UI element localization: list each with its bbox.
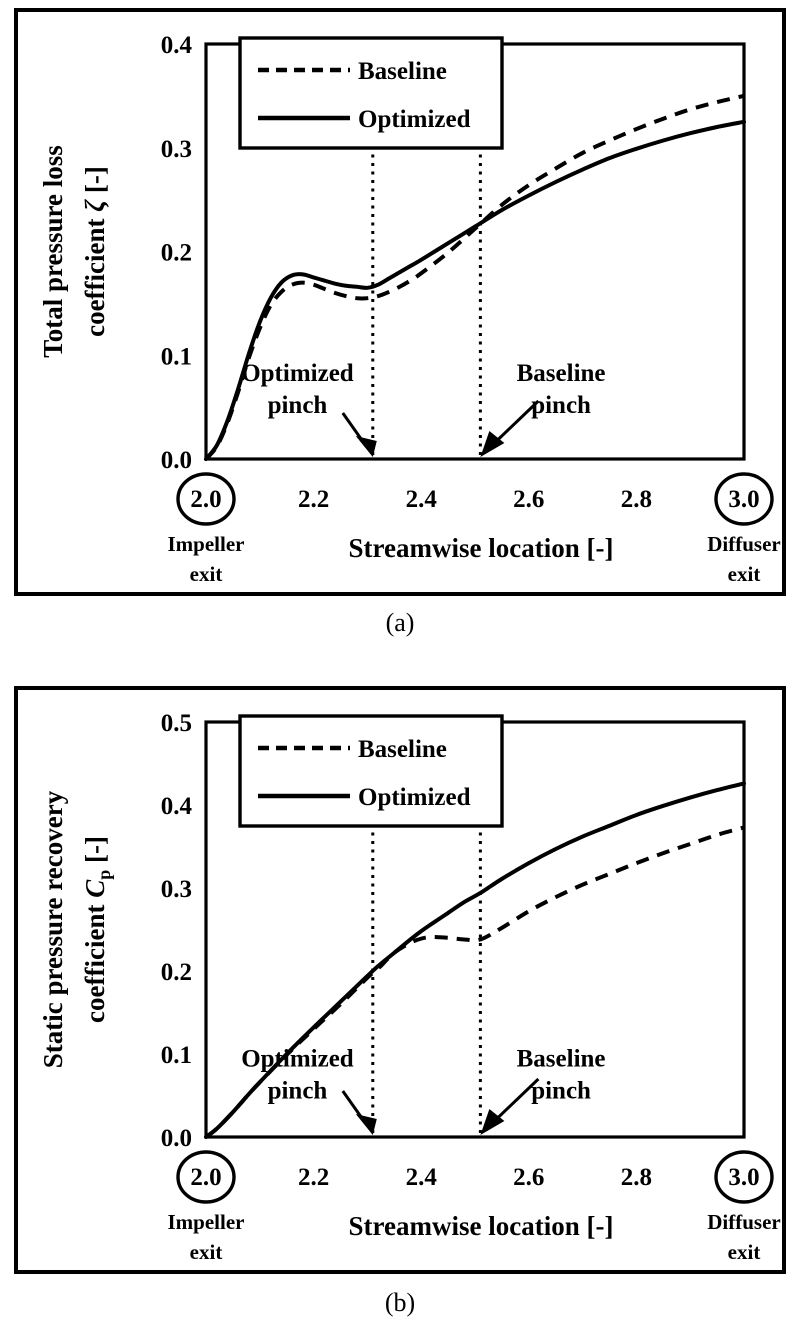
endpoint-circle [714, 1150, 774, 1204]
y-axis-title-line2: coefficient ζ [-] [80, 166, 110, 337]
y-axis-title-line2: coefficient Cp [-] [80, 836, 114, 1023]
series-optimized [204, 781, 746, 1139]
diffuser-exit-label-line2: exit [728, 1240, 761, 1264]
annotation-optimized-pinch-line2: pinch [268, 392, 328, 419]
x-tick-label: 2.8 [621, 1164, 652, 1191]
impeller-exit-label: Impeller [168, 532, 245, 556]
x-tick-label: 2.4 [406, 1164, 438, 1191]
annotation-baseline-pinch-line2: pinch [531, 1077, 591, 1104]
x-tick-label: 2.6 [513, 486, 544, 513]
legend-label-optimized: Optimized [358, 784, 471, 811]
legend-label-baseline: Baseline [358, 58, 447, 85]
series-optimized [204, 119, 746, 461]
endpoint-circle [714, 472, 774, 526]
x-tick-label: 2.8 [621, 486, 652, 513]
chart-a-svg: 0.0 0.1 0.2 0.3 0.4 2.0 2.2 2.4 2.6 2.8 3.0Impelle… [38, 32, 781, 586]
y-tick-label: 0.2 [161, 240, 192, 267]
series-baseline [204, 93, 745, 461]
impeller-exit-label-line2: exit [190, 562, 223, 586]
annotation-arrowhead-optimized [355, 1114, 377, 1135]
y-tick-label: 0.0 [161, 1125, 192, 1152]
caption-b: (b) [384, 1288, 416, 1317]
annotation-baseline-pinch-line1: Baseline [517, 1045, 606, 1072]
chart-b-svg: 0.0 0.1 0.2 0.3 0.4 0.5 2.0 2.2 2.4 2.6 2.8 3.0Impe… [38, 710, 781, 1264]
annotation-arrow-baseline [491, 1077, 540, 1125]
endpoint-circle [176, 1150, 236, 1204]
x-tick-label: 2.4 [406, 486, 438, 513]
x-tick-label: 2.6 [513, 1164, 544, 1191]
annotation-arrowhead-baseline [480, 1109, 505, 1135]
y-tick-label: 0.5 [161, 710, 192, 737]
x-endpoint-value: 2.0 [190, 486, 221, 513]
x-tick-label: 2.2 [298, 1164, 329, 1191]
impeller-exit-label: Impeller [168, 1210, 245, 1234]
y-tick-label: 0.1 [161, 343, 192, 370]
y-tick-label: 0.1 [161, 1042, 192, 1069]
x-endpoint-value: 3.0 [728, 1164, 759, 1191]
y-tick-label: 0.0 [161, 447, 192, 474]
legend-box [238, 714, 504, 828]
caption-a: (a) [385, 608, 415, 637]
annotation-optimized-pinch-line2: pinch [268, 1077, 328, 1104]
y-tick-label: 0.3 [161, 136, 192, 163]
x-axis-title: Streamwise location [-] [349, 1211, 614, 1241]
x-axis-title: Streamwise location [-] [349, 533, 614, 563]
legend-box [238, 36, 504, 150]
impeller-exit-label-line2: exit [190, 1240, 223, 1264]
diffuser-exit-label-line2: exit [728, 562, 761, 586]
y-tick-label: 0.4 [161, 793, 193, 820]
x-endpoint-value: 3.0 [728, 486, 759, 513]
annotation-arrowhead-baseline [480, 431, 505, 457]
y-axis-title-line1: Static pressure recovery [38, 790, 68, 1068]
x-endpoint-value: 2.0 [190, 1164, 221, 1191]
annotation-baseline-pinch-line2: pinch [531, 392, 591, 419]
legend-label-baseline: Baseline [358, 736, 447, 763]
y-axis-title-line1: Total pressure loss [38, 145, 68, 358]
annotation-arrowhead-optimized [355, 436, 377, 457]
annotation-arrow-baseline [491, 399, 540, 447]
annotation-optimized-pinch-line1: Optimized [241, 360, 354, 387]
y-tick-label: 0.4 [161, 32, 193, 59]
diffuser-exit-label: Diffuser [707, 1210, 780, 1234]
x-tick-label: 2.2 [298, 486, 329, 513]
endpoint-circle [176, 472, 236, 526]
annotation-optimized-pinch-line1: Optimized [241, 1045, 354, 1072]
annotation-baseline-pinch-line1: Baseline [517, 360, 606, 387]
legend-label-optimized: Optimized [358, 106, 471, 133]
y-tick-label: 0.2 [161, 959, 192, 986]
diffuser-exit-label: Diffuser [707, 532, 780, 556]
y-tick-label: 0.3 [161, 876, 192, 903]
